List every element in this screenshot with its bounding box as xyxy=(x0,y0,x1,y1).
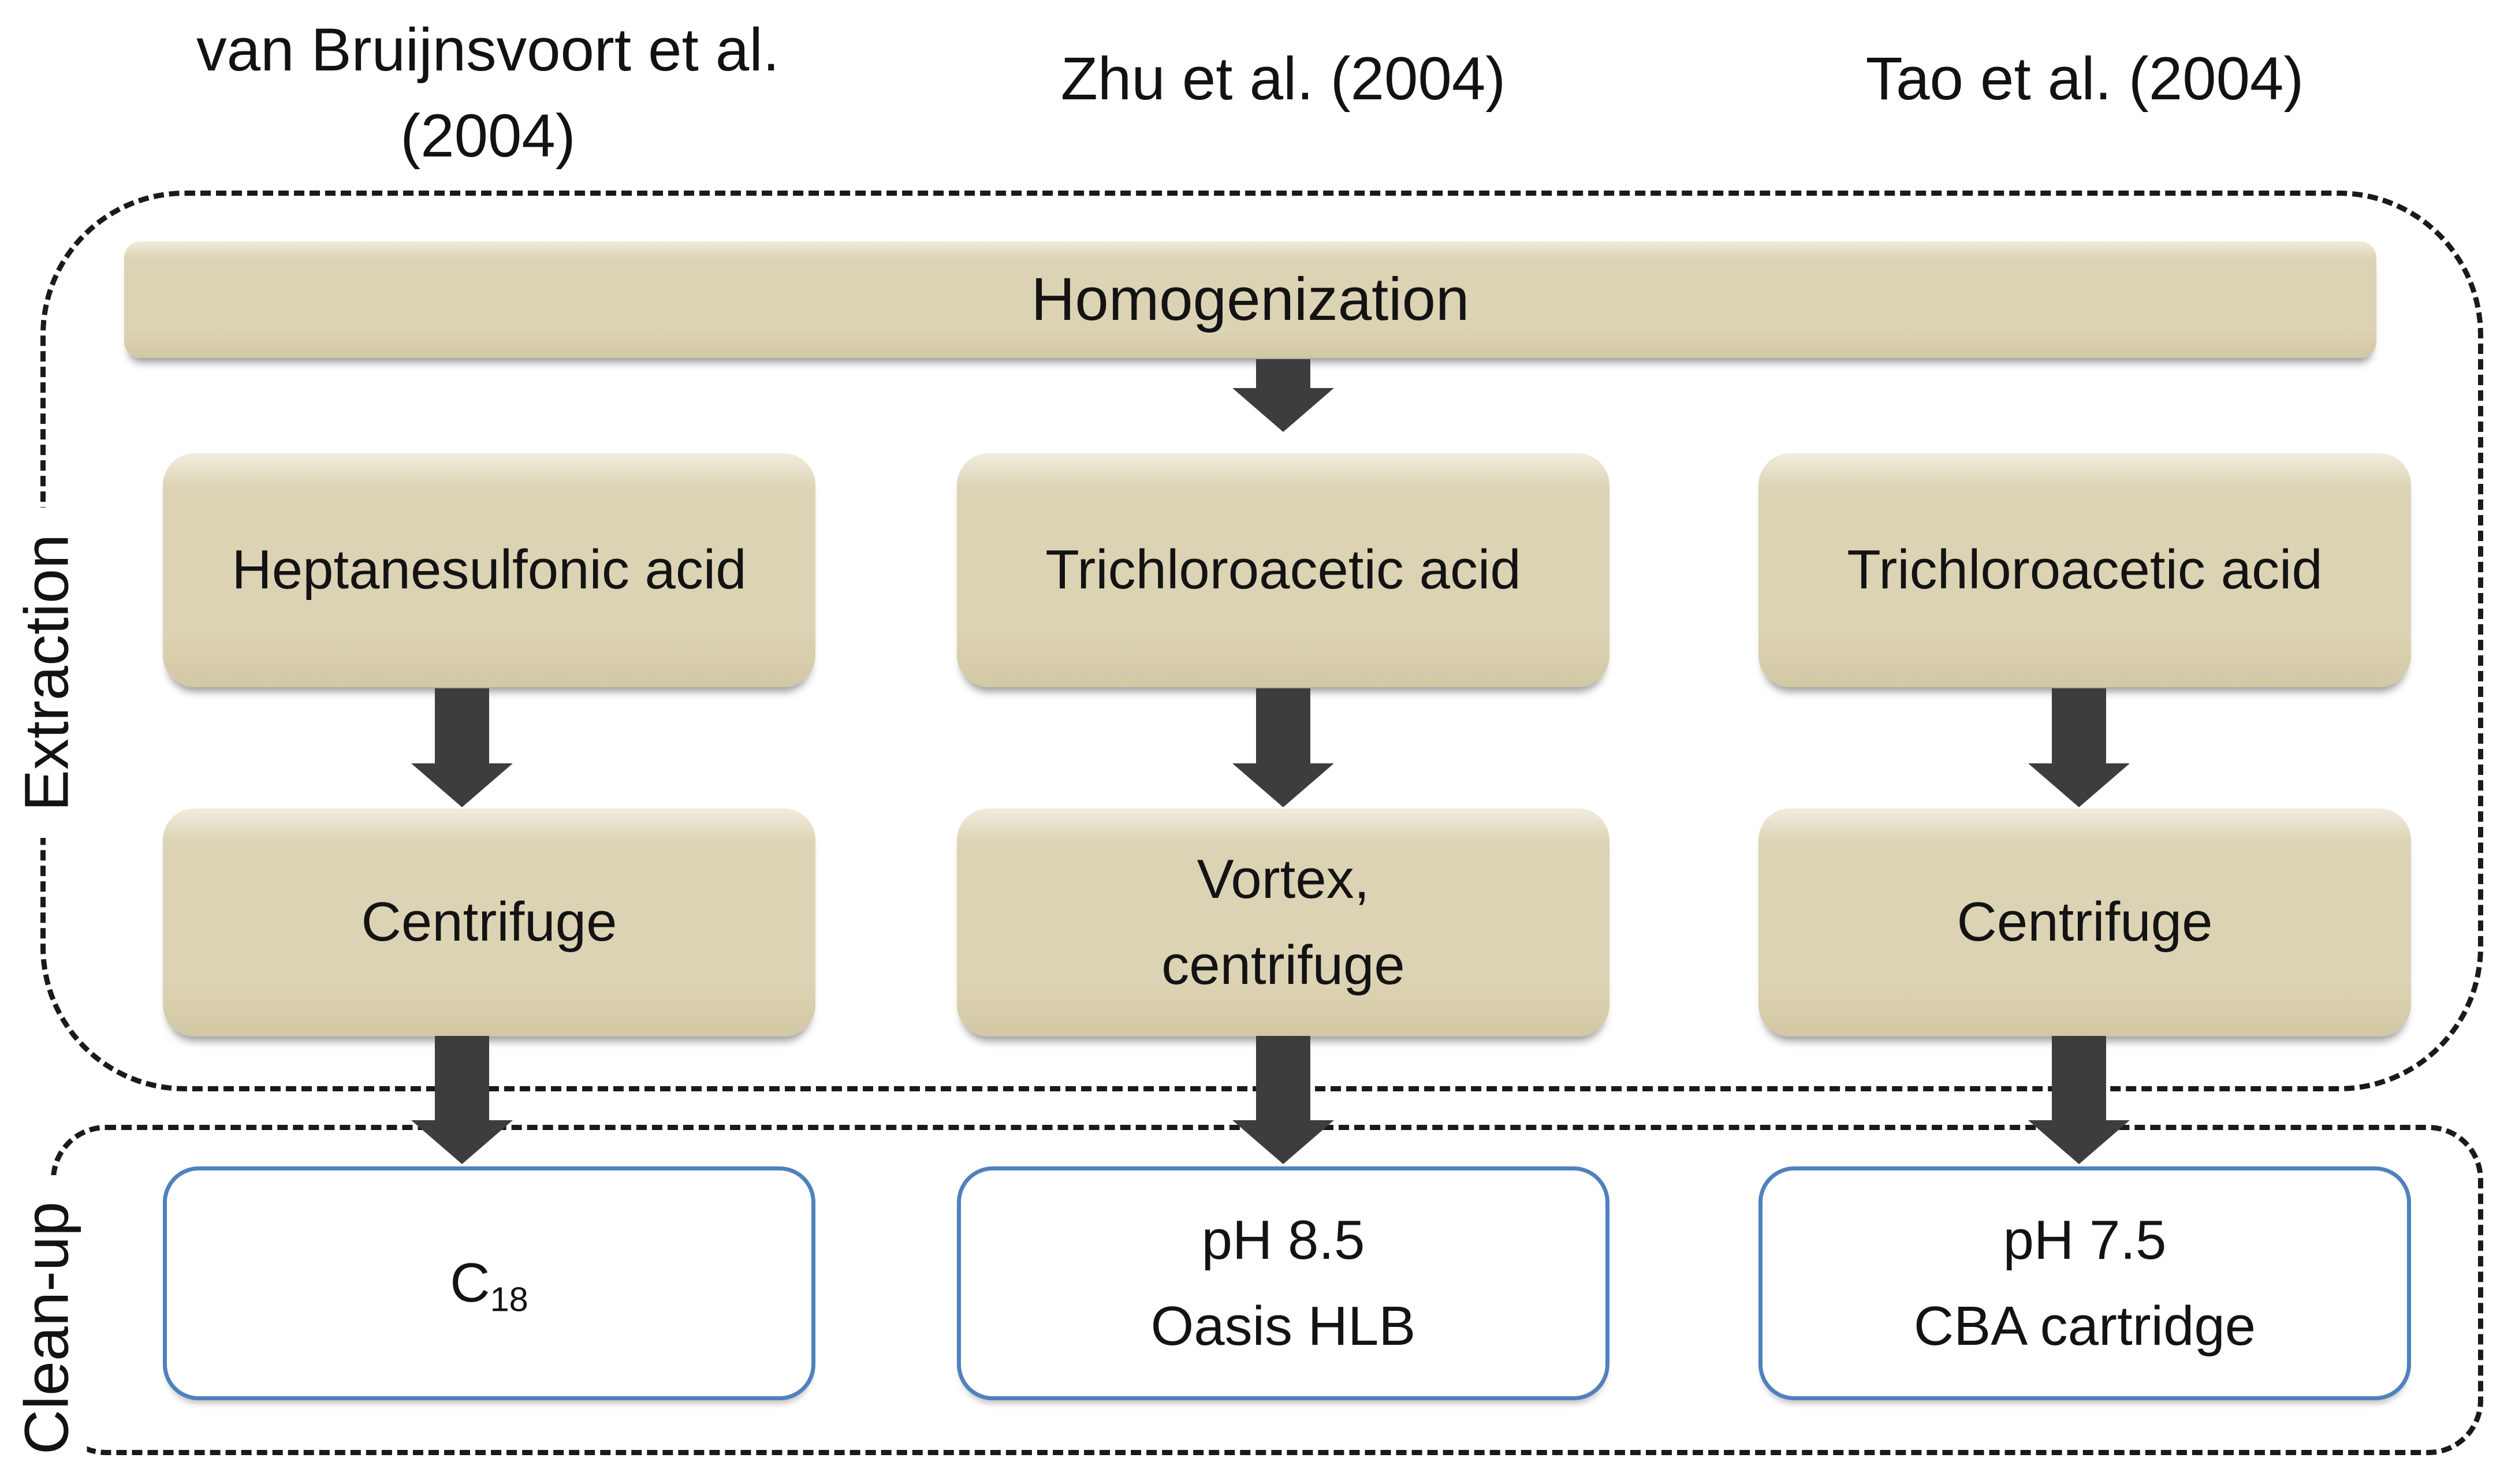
arrow-shaft xyxy=(435,688,489,763)
process-box-line: Centrifuge xyxy=(361,891,617,953)
process-box-label: Trichloroacetic acid xyxy=(1045,539,1521,601)
arrow-head xyxy=(411,763,513,807)
process-box-line: Vortex, xyxy=(1197,848,1370,910)
arrow-shaft xyxy=(435,1036,489,1120)
cleanup-box-line: pH 8.5 xyxy=(1201,1209,1365,1271)
extraction-section-label: Extraction xyxy=(5,507,87,838)
cleanup-box-c18: C18 xyxy=(163,1166,815,1400)
arrow-shaft xyxy=(2052,1036,2106,1120)
process-box-centrifuge-left: Centrifuge xyxy=(163,808,815,1036)
process-box-centrifuge-right: Centrifuge xyxy=(1758,808,2411,1036)
cleanup-section-label: Clean-up xyxy=(5,1174,87,1482)
column-header-zhu: Zhu et al. (2004) xyxy=(1060,45,1506,113)
process-box-line: Centrifuge xyxy=(1957,891,2213,953)
homogenization-box: Homogenization xyxy=(124,241,2376,358)
arrow-head xyxy=(1232,1120,1334,1164)
process-box-trichloroacetic-acid-zhu: Trichloroacetic acid xyxy=(957,453,1609,687)
arrow-down-icon xyxy=(1232,1036,1334,1164)
process-box-vortex-centrifuge: Vortex, centrifuge xyxy=(957,808,1609,1036)
cleanup-box-line: pH 7.5 xyxy=(2003,1209,2167,1271)
process-box-trichloroacetic-acid-tao: Trichloroacetic acid xyxy=(1758,453,2411,687)
process-box-label: Trichloroacetic acid xyxy=(1847,539,2323,601)
process-box-label: Heptanesulfonic acid xyxy=(232,539,747,601)
arrow-down-icon xyxy=(2028,1036,2130,1164)
arrow-head xyxy=(1232,388,1334,432)
arrow-head xyxy=(411,1120,513,1164)
arrow-shaft xyxy=(1256,1036,1310,1120)
cleanup-box-label: C18 xyxy=(450,1240,528,1326)
arrow-shaft xyxy=(1256,688,1310,763)
arrow-down-icon xyxy=(1232,359,1334,432)
cleanup-box-cba-cartridge: pH 7.5 CBA cartridge xyxy=(1758,1166,2411,1400)
arrow-shaft xyxy=(1256,359,1310,388)
arrow-shaft xyxy=(2052,688,2106,763)
arrow-down-icon xyxy=(411,1036,513,1164)
c18-subscript: 18 xyxy=(490,1280,528,1319)
process-box-line: centrifuge xyxy=(1161,934,1405,996)
arrow-head xyxy=(1232,763,1334,807)
arrow-head xyxy=(2028,1120,2130,1164)
arrow-head xyxy=(2028,763,2130,807)
cleanup-box-line: Oasis HLB xyxy=(1150,1295,1416,1357)
column-header-tao: Tao et al. (2004) xyxy=(1865,45,2304,113)
column-header-van-bruijnsvoort: van Bruijnsvoort et al. (2004) xyxy=(196,16,780,170)
process-box-heptanesulfonic-acid: Heptanesulfonic acid xyxy=(163,453,815,687)
cleanup-box-line: CBA cartridge xyxy=(1913,1295,2256,1357)
c18-main: C xyxy=(450,1252,490,1314)
arrow-down-icon xyxy=(1232,688,1334,807)
arrow-down-icon xyxy=(2028,688,2130,807)
arrow-down-icon xyxy=(411,688,513,807)
homogenization-label: Homogenization xyxy=(1031,265,1470,333)
cleanup-box-oasis-hlb: pH 8.5 Oasis HLB xyxy=(957,1166,1609,1400)
